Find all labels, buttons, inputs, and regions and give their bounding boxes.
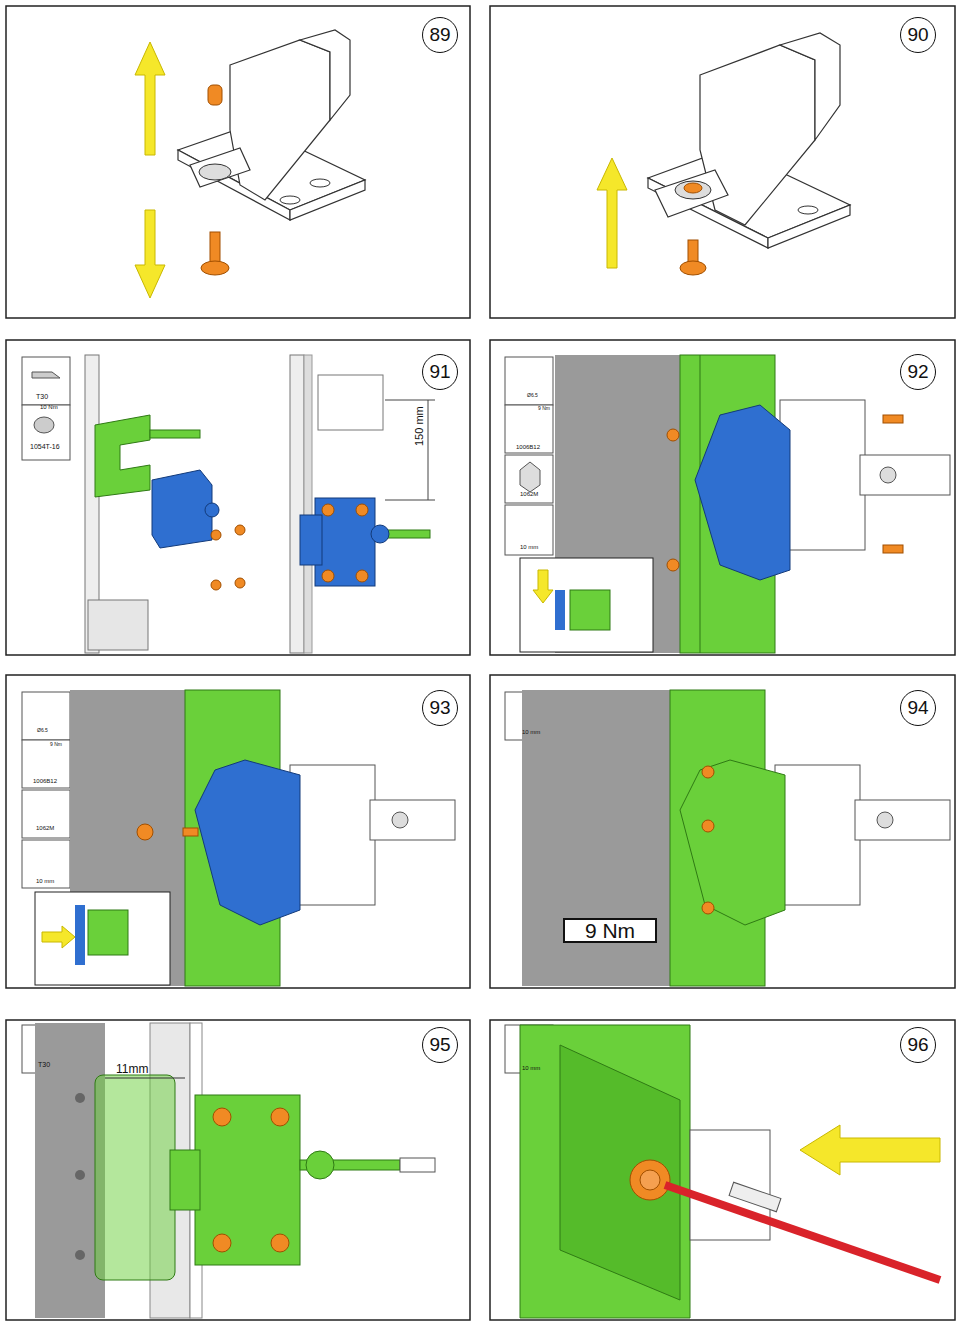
tool-label: T30 xyxy=(38,1061,50,1068)
step-number: 92 xyxy=(907,361,928,383)
step-circle: 94 xyxy=(900,690,936,726)
tool-label: 9 Nm xyxy=(538,406,550,411)
tool-label: 1054T-16 xyxy=(30,443,60,450)
tool-label: 1062M xyxy=(520,491,538,497)
step-circle: 91 xyxy=(422,354,458,390)
tool-label: 10 mm xyxy=(522,729,540,735)
tool-label: 11mm xyxy=(116,1063,148,1075)
step-number: 93 xyxy=(429,697,450,719)
torque-value: 9 Nm xyxy=(585,919,635,943)
tool-label: 1006B12 xyxy=(33,778,57,784)
tool-label: 10 mm xyxy=(36,878,54,884)
step-circle: 95 xyxy=(422,1027,458,1063)
step-number: 95 xyxy=(429,1034,450,1056)
step-number: 94 xyxy=(907,697,928,719)
step-number: 90 xyxy=(907,24,928,46)
step-circle: 96 xyxy=(900,1027,936,1063)
step-circle: 92 xyxy=(900,354,936,390)
step-number: 89 xyxy=(429,24,450,46)
tool-label: T30 xyxy=(36,393,48,400)
step-number: 91 xyxy=(429,361,450,383)
dimension-label: 150 mm xyxy=(413,405,426,447)
tool-label: 10 mm xyxy=(522,1065,540,1071)
tool-label: 10 Nm xyxy=(40,404,58,410)
tool-label: 10 mm xyxy=(520,544,538,550)
tool-label: 9 Nm xyxy=(50,742,62,747)
step-circle: 93 xyxy=(422,690,458,726)
tool-label: 1062M xyxy=(36,825,54,831)
step-circle: 90 xyxy=(900,17,936,53)
torque-box: 9 Nm xyxy=(563,918,657,943)
step-circle: 89 xyxy=(422,17,458,53)
tool-label: 1006B12 xyxy=(516,444,540,450)
tool-label: Ø6.5 xyxy=(527,393,538,398)
tool-label: Ø6.5 xyxy=(37,728,48,733)
step-number: 96 xyxy=(907,1034,928,1056)
